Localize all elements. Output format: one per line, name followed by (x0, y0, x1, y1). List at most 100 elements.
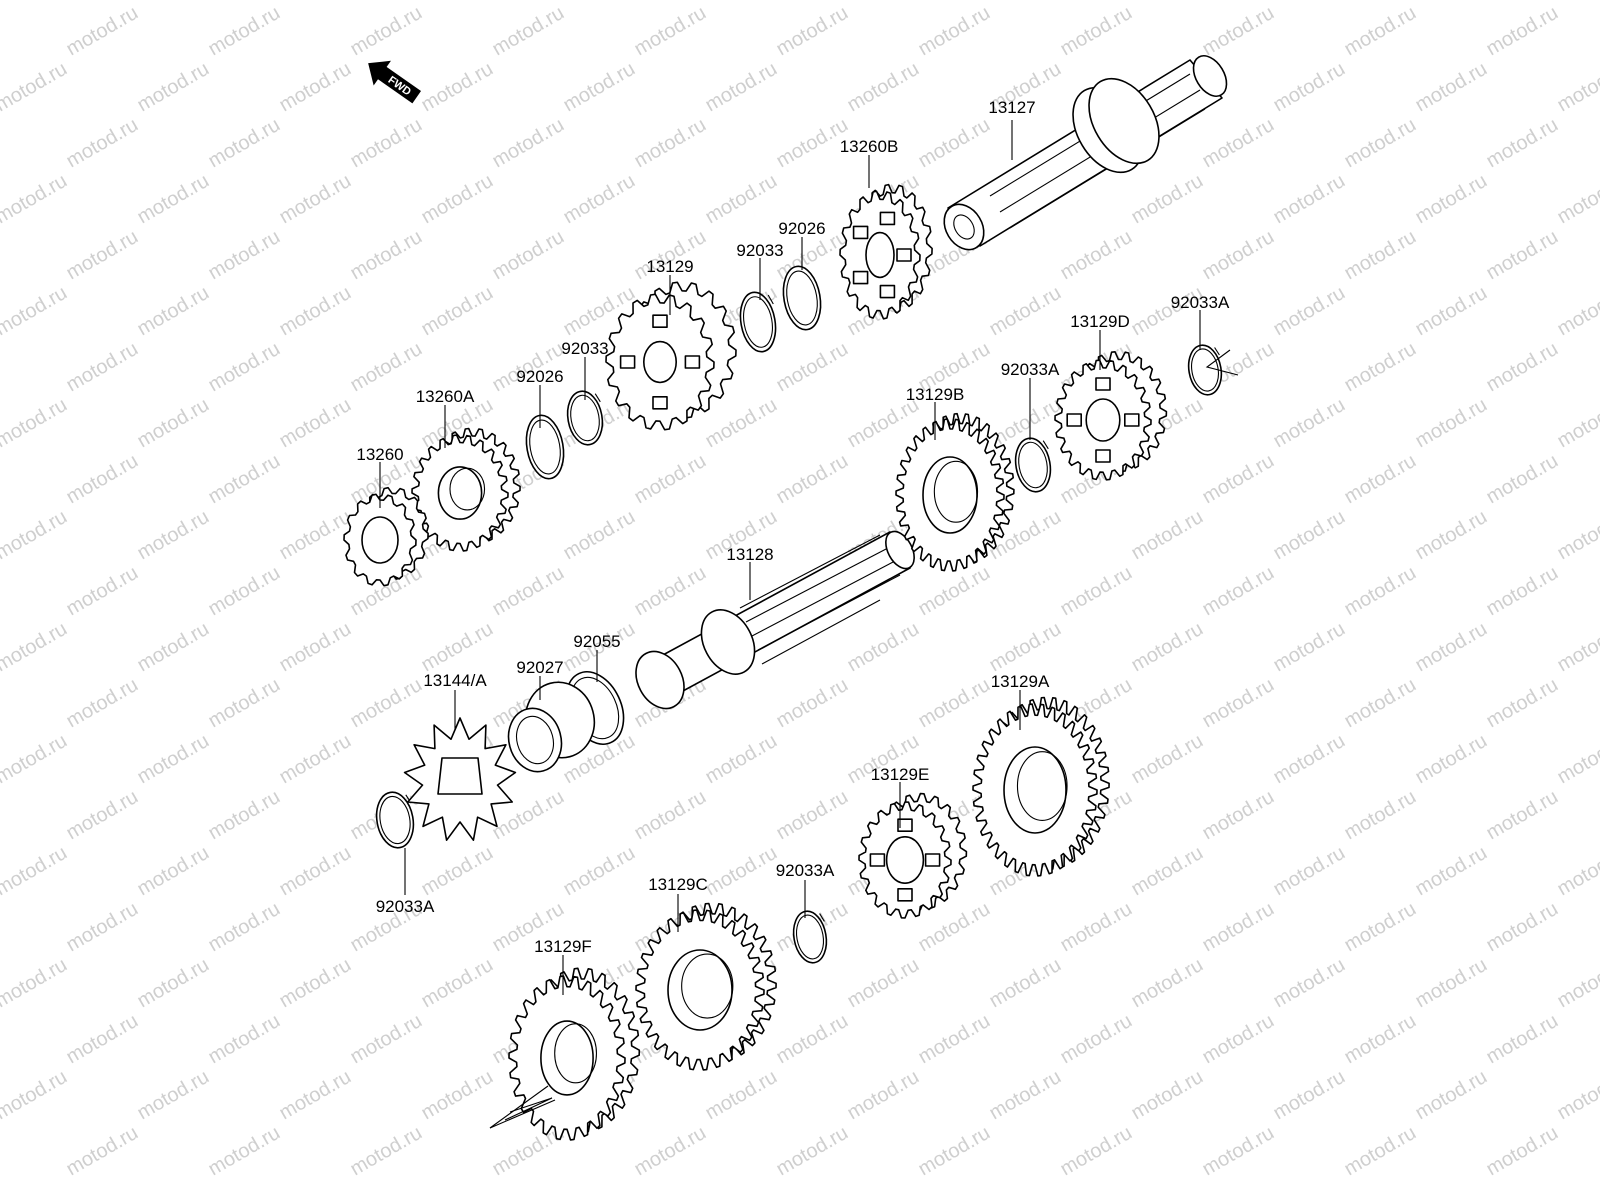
watermark-text: motod.ru (134, 618, 213, 677)
watermark-text: motod.ru (1199, 450, 1278, 509)
watermark-text: motod.ru (1554, 58, 1600, 117)
watermark-text: motod.ru (1128, 170, 1207, 229)
watermark-text: motod.ru (0, 730, 71, 789)
watermark-text: motod.ru (986, 618, 1065, 677)
watermark-text: motod.ru (844, 0, 923, 4)
watermark-text: motod.ru (1128, 506, 1207, 565)
watermark-text: motod.ru (205, 1010, 284, 1069)
watermark-text: motod.ru (702, 730, 781, 789)
label-13129c: 13129C (648, 875, 708, 894)
watermark-text: motod.ru (0, 618, 71, 677)
watermark-text: motod.ru (1412, 1066, 1491, 1125)
watermark-text: motod.ru (1483, 2, 1562, 61)
watermark-text: motod.ru (134, 842, 213, 901)
watermark-text: motod.ru (1270, 170, 1349, 229)
watermark-text: motod.ru (1057, 562, 1136, 621)
watermark-text: motod.ru (1057, 1010, 1136, 1069)
watermark-text: motod.ru (134, 394, 213, 453)
watermark-text: motod.ru (205, 786, 284, 845)
watermark-text: motod.ru (1341, 674, 1420, 733)
watermark-text: motod.ru (1057, 1122, 1136, 1181)
watermark-text: motod.ru (489, 562, 568, 621)
watermark-text: motod.ru (347, 674, 426, 733)
ring-92033-mid (566, 390, 604, 446)
watermark-text: motod.ru (489, 114, 568, 173)
ring-92033a-right (1014, 437, 1052, 493)
watermark-text: motod.ru (915, 1122, 994, 1181)
watermark-text: motod.ru (560, 506, 639, 565)
gear-13260b (839, 183, 933, 320)
watermark-text: motod.ru (134, 1066, 213, 1125)
watermark-text: motod.ru (1270, 506, 1349, 565)
watermark-text: motod.ru (134, 506, 213, 565)
watermark-text: motod.ru (1341, 1010, 1420, 1069)
watermark-text: motod.ru (205, 450, 284, 509)
label-13129e: 13129E (871, 765, 930, 784)
watermark-text: motod.ru (1412, 842, 1491, 901)
watermark-text: motod.ru (134, 0, 213, 4)
watermark-text: motod.ru (1554, 954, 1600, 1013)
gear-13129d (1054, 351, 1168, 481)
watermark-text: motod.ru (489, 2, 568, 61)
watermark-text: motod.ru (1554, 730, 1600, 789)
watermark-text: motod.ru (1554, 394, 1600, 453)
watermark-text: motod.ru (1412, 58, 1491, 117)
watermark-text: motod.ru (1341, 786, 1420, 845)
watermark-text: motod.ru (1341, 450, 1420, 509)
watermark-text: motod.ru (773, 1010, 852, 1069)
watermark-text: motod.ru (1412, 0, 1491, 4)
watermark-text: motod.ru (1483, 898, 1562, 957)
watermark-text: motod.ru (844, 954, 923, 1013)
watermark-text: motod.ru (63, 450, 142, 509)
watermark-text: motod.ru (63, 1010, 142, 1069)
watermark-text: motod.ru (1199, 1122, 1278, 1181)
label-13144a: 13144/A (423, 671, 487, 690)
watermark-text: motod.ru (0, 58, 71, 117)
watermark-text: motod.ru (205, 1122, 284, 1181)
label-13128: 13128 (726, 545, 773, 564)
watermark-text: motod.ru (63, 2, 142, 61)
watermark-text: motod.ru (1554, 618, 1600, 677)
watermark-text: motod.ru (915, 674, 994, 733)
watermark-text: motod.ru (418, 170, 497, 229)
fwd-arrow-icon: FWD (368, 60, 422, 104)
watermark-text: motod.ru (134, 58, 213, 117)
watermark-text: motod.ru (1270, 618, 1349, 677)
watermark-text: motod.ru (773, 2, 852, 61)
watermark-text: motod.ru (276, 58, 355, 117)
watermark-text: motod.ru (1341, 562, 1420, 621)
label-92027: 92027 (516, 658, 563, 677)
label-92033a-top-right: 92033A (1171, 293, 1230, 312)
watermark-text: motod.ru (418, 618, 497, 677)
label-92033-mid: 92033 (561, 339, 608, 358)
watermark-text: motod.ru (1412, 618, 1491, 677)
watermark-text: motod.ru (1199, 114, 1278, 173)
watermark-text: motod.ru (844, 58, 923, 117)
watermark-text: motod.ru (1412, 170, 1491, 229)
sprocket-13144A (403, 717, 517, 842)
watermark-text: motod.ru (1554, 282, 1600, 341)
label-92033-top: 92033 (736, 241, 783, 260)
watermark-text: motod.ru (702, 58, 781, 117)
watermark-text: motod.ru (1199, 226, 1278, 285)
watermark-text: motod.ru (1199, 898, 1278, 957)
watermark-text: motod.ru (1199, 674, 1278, 733)
watermark-text: motod.ru (631, 114, 710, 173)
watermark-text: motod.ru (489, 226, 568, 285)
watermark-text: motod.ru (1128, 0, 1207, 4)
ring-92033a-left (375, 791, 415, 849)
watermark-text: motod.ru (702, 394, 781, 453)
watermark-text: motod.ru (1412, 394, 1491, 453)
watermark-text: motod.ru (276, 0, 355, 4)
watermark-text: motod.ru (1554, 842, 1600, 901)
watermark-text: motod.ru (1270, 842, 1349, 901)
watermark-text: motod.ru (1412, 954, 1491, 1013)
watermark-text: motod.ru (134, 954, 213, 1013)
watermark-text: motod.ru (134, 730, 213, 789)
watermark-text: motod.ru (1554, 506, 1600, 565)
watermark-text: motod.ru (418, 1066, 497, 1125)
watermark-text: motod.ru (418, 58, 497, 117)
label-13260b: 13260B (840, 137, 899, 156)
watermark-text: motod.ru (1057, 2, 1136, 61)
gear-13129e (858, 792, 968, 919)
